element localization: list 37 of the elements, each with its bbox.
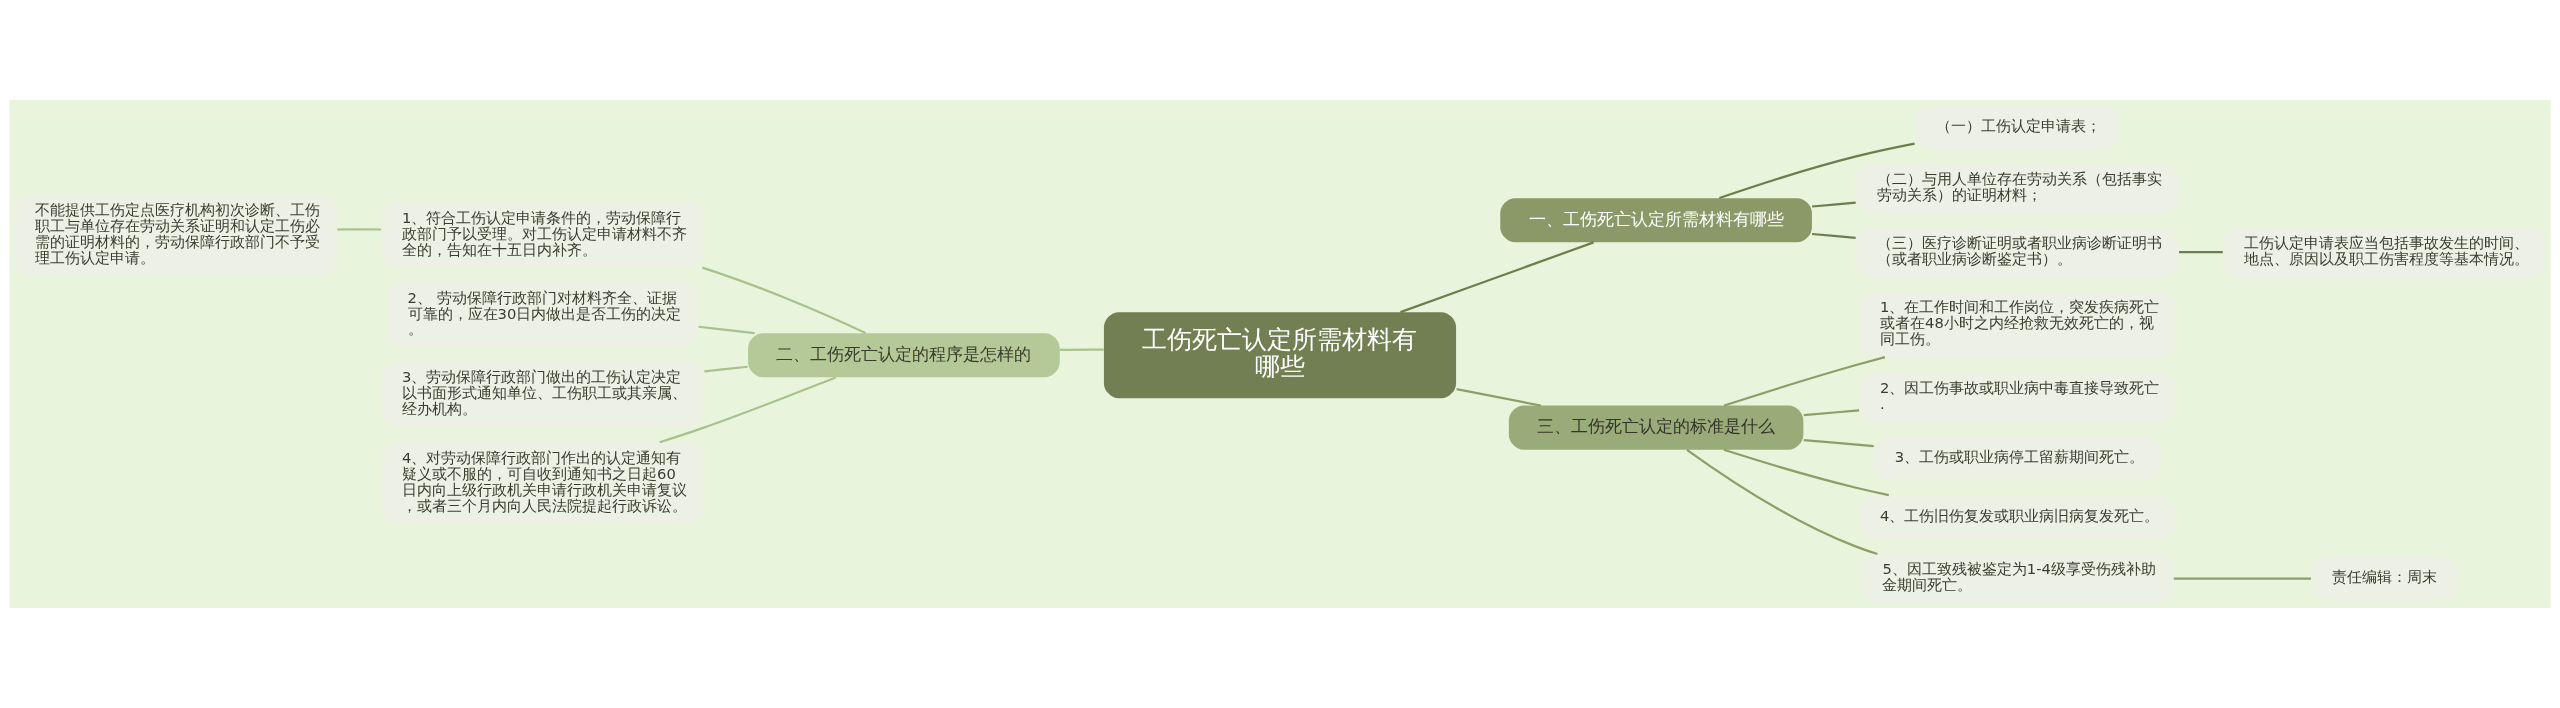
connector: [2173, 577, 2311, 580]
connector: [1400, 241, 1594, 314]
connector: [337, 228, 381, 231]
node-box: （一）工伤认定申请表；: [1915, 104, 2120, 150]
node-box: 3、工伤或职业病停工留薪期间死亡。: [1873, 436, 2161, 481]
node-box: 4、对劳动保障行政部门作出的认定通知有疑义或不服的，可自收到通知书之日起60日内向上级行政机关申请行政机关申请复议，或者三个月内向人民法院提起行政诉讼。: [381, 442, 704, 524]
connector: [1812, 201, 1856, 208]
node-box: 一、工伤死亡认定所需材料有哪些: [1500, 198, 1812, 243]
node-box: 三、工伤死亡认定的标准是什么: [1508, 405, 1804, 450]
node-box: （三）医疗诊断证明或者职业病诊断证明书（或者职业病诊断鉴定书）。: [1856, 227, 2179, 277]
connector: [1803, 409, 1860, 417]
node-box: 4、工伤旧伤复发或职业病旧病复发死亡。: [1859, 495, 2176, 540]
node-box: 不能提供工伤定点医疗机构初次诊断、工伤职工与单位存在劳动关系证明和认定工伤必需的证明材料的，劳动保障行政部门不予受理工伤认定申请。: [14, 194, 337, 276]
connector: [704, 365, 748, 373]
connector: [1456, 388, 1542, 407]
node-box: 2、 劳动保障行政部门对材料齐全、证据可靠的，应在30日内做出是否工伤的决定。: [386, 282, 699, 348]
connector: [1723, 356, 1886, 407]
node-box: 责任编辑：周末: [2311, 556, 2458, 601]
node-box: 3、劳动保障行政部门做出的工伤认定决定以书面形式通知单位、工伤职工或其亲属、经办机构。: [381, 362, 704, 427]
node-box: 1、在工作时间和工作岗位，突发疾病死亡或者在48小时之内经抢救无效死亡的，视同工伤。: [1859, 292, 2176, 358]
node-box: 1、符合工伤认定申请条件的，劳动保障行政部门予以受理。对工伤认定申请材料不齐全的，告知在十五日内补齐。: [381, 202, 704, 268]
connector: [1803, 439, 1874, 448]
connector: [1686, 448, 1878, 556]
connector: [698, 325, 755, 335]
connector: [1723, 448, 1889, 497]
connector: [1059, 348, 1104, 351]
node-box: 工伤认定申请表应当包括事故发生的时间、地点、原因以及职工伤害程度等基本情况。: [2223, 227, 2546, 277]
node-box: 2、因工伤事故或职业病中毒直接导致死亡 .: [1859, 372, 2176, 422]
connector: [2179, 251, 2223, 254]
connector: [659, 376, 837, 444]
node-box: 5、因工致残被鉴定为1-4级享受伤残补助金期间死亡。: [1861, 554, 2174, 604]
connector: [1719, 142, 1915, 200]
node-box: 工伤死亡认定所需材料有哪些: [1103, 312, 1457, 399]
node-box: 二、工伤死亡认定的程序是怎样的: [748, 333, 1060, 378]
node-box: （二）与用人单位存在劳动关系（包括事实劳动关系）的证明材料；: [1856, 163, 2179, 213]
connector: [1812, 232, 1856, 239]
connector: [701, 266, 866, 335]
